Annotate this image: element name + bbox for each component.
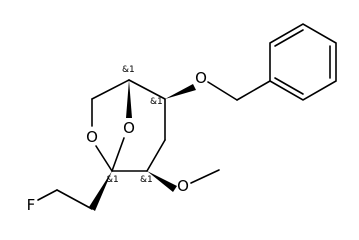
wedge-c-methoxy-oxygen bbox=[147, 171, 177, 192]
bond-bridge-oxygen-bridgehead-bottom bbox=[111, 137, 125, 172]
bond-oxygen-methyl bbox=[190, 169, 220, 184]
stereo-label-c-benzyloxy: &1 bbox=[150, 97, 163, 107]
benzyloxy-oxygen-label: O bbox=[195, 69, 207, 87]
bond-ch2-bridgehead-top bbox=[91, 79, 130, 100]
bond-ch2-c-methoxy bbox=[146, 139, 166, 172]
stereo-label-bridgehead-bottom: &1 bbox=[106, 175, 119, 185]
wedge-bridgehead-bottom-ch2 bbox=[89, 171, 112, 211]
bond-bridgehead-top-c-benzyloxy bbox=[128, 79, 166, 100]
bond-ch2-ch2-fluoro bbox=[56, 189, 93, 210]
bond-ring-oxygen-bridgehead-bottom bbox=[95, 145, 113, 172]
bond-ch2-fluorine bbox=[37, 189, 58, 201]
benzene-double-bond-1 bbox=[274, 29, 304, 47]
bond-oxygen-benzyl-ch2 bbox=[207, 81, 238, 101]
bond-benzyl-ch2-ring bbox=[236, 80, 271, 101]
stereo-label-c-methoxy: &1 bbox=[140, 175, 153, 185]
ring-oxygen-label: O bbox=[86, 128, 98, 146]
wedge-bridgehead-top-bridge-oxygen bbox=[126, 80, 132, 118]
benzene-ring bbox=[269, 23, 337, 101]
stereo-label-bridgehead-top: &1 bbox=[122, 65, 135, 75]
molecule-structure: O O O O F &1 &1 &1 &1 bbox=[27, 23, 337, 214]
fluorine-label: F bbox=[27, 196, 36, 214]
methoxy-oxygen-label: O bbox=[177, 177, 189, 195]
bridge-oxygen-label: O bbox=[123, 119, 135, 137]
benzene-double-bond-3 bbox=[274, 77, 304, 95]
wedge-c-benzyloxy-oxygen bbox=[165, 84, 196, 99]
